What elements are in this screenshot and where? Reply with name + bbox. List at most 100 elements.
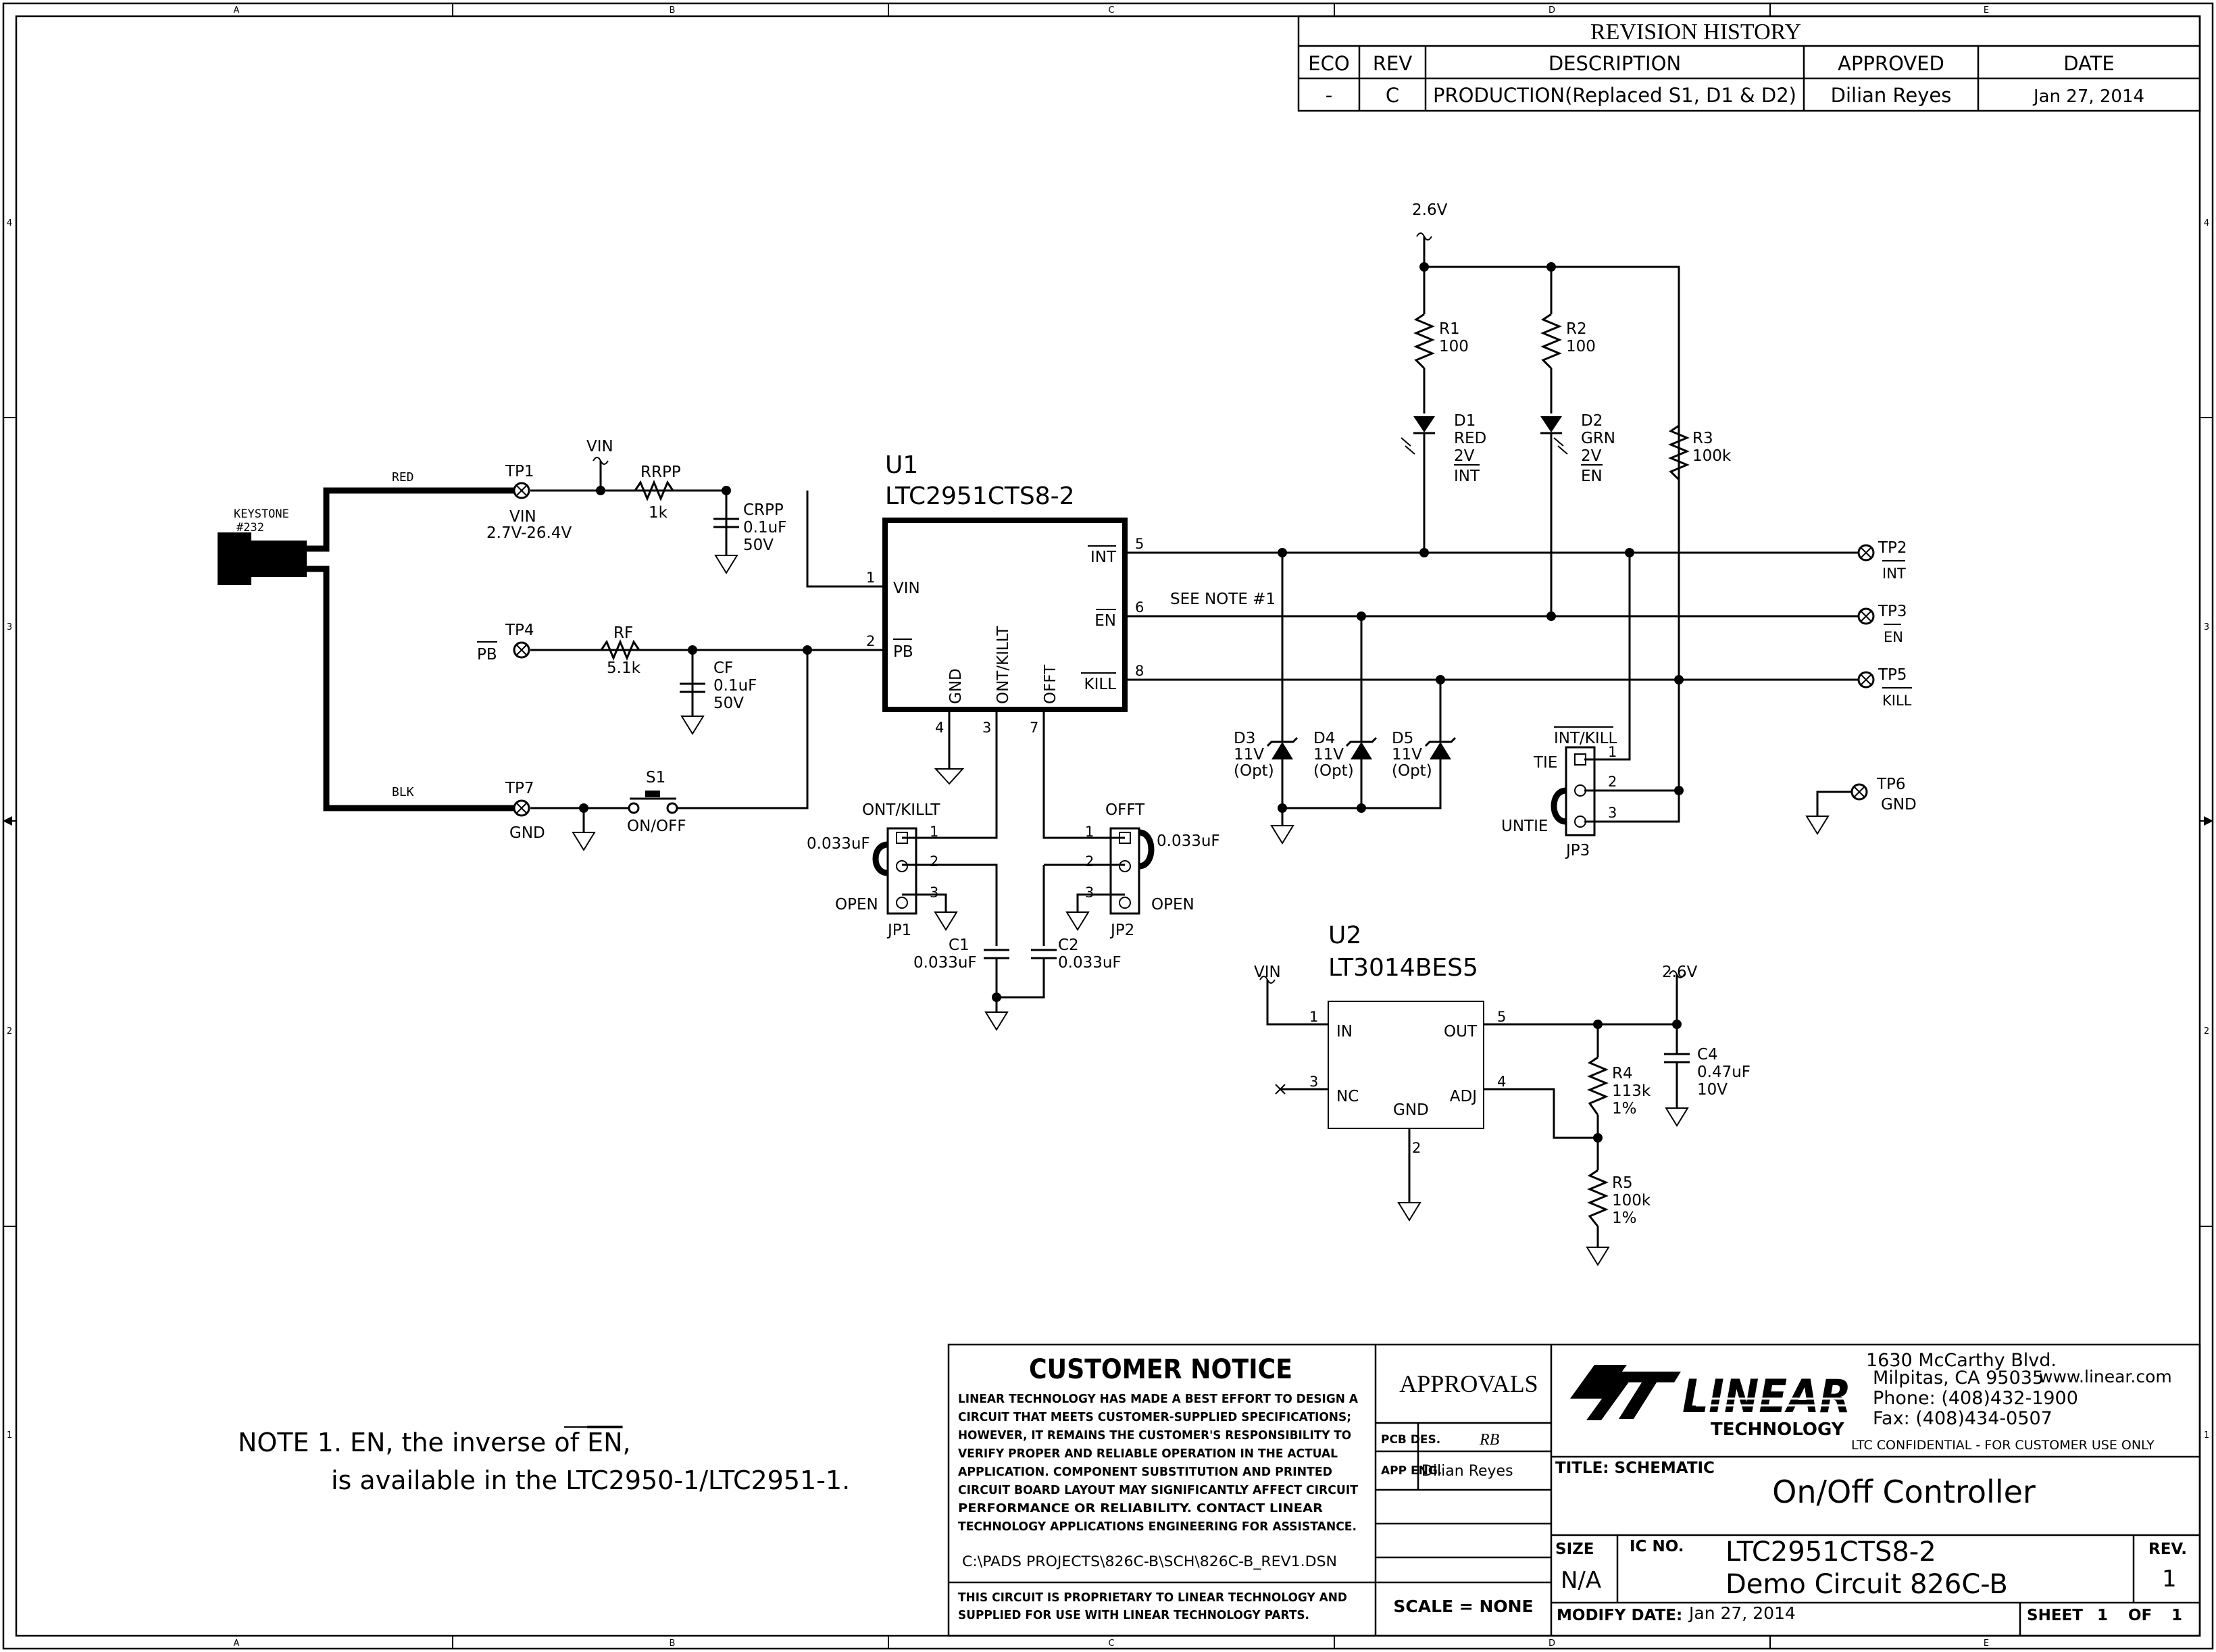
c4-value: 0.47uF: [1697, 1063, 1751, 1081]
revision-date-value: Jan 27, 2014: [2032, 86, 2144, 107]
u2-pinnum-adj: 4: [1497, 1074, 1506, 1090]
jp3-top-label: INT/KILL: [1554, 730, 1617, 747]
resistor-rrpp: RRPP 1k: [634, 464, 681, 522]
u1-pinnum-pb: 2: [866, 633, 875, 649]
u2-part: LT3014BES5: [1328, 954, 1478, 982]
scale-label: SCALE = NONE: [1393, 1597, 1533, 1616]
r5-value: 100k: [1612, 1192, 1651, 1209]
r2-ref: R2: [1566, 320, 1587, 338]
u2-ref: U2: [1328, 922, 1361, 949]
jp1-top-label: ONT/KILLT: [862, 801, 940, 819]
testpoint-tp1[interactable]: TP1 VIN 2.7V-26.4V: [486, 463, 572, 542]
notice-line-8: TECHNOLOGY APPLICATIONS ENGINEERING FOR …: [958, 1520, 1357, 1534]
tp1-range: 2.7V-26.4V: [486, 524, 572, 542]
note-line-2: is available in the LTC2950-1/LTC2951-1.: [331, 1466, 850, 1495]
capacitor-cf: CF 0.1uF 50V: [680, 659, 757, 712]
crpp-rating: 50V: [743, 536, 774, 554]
tp7-ref: TP7: [505, 780, 534, 797]
sheet-value: 1: [2097, 1607, 2108, 1624]
rail-flag-u2-label: 2.6V: [1662, 963, 1698, 981]
d4-opt: (Opt): [1313, 762, 1354, 780]
jp2-ref: JP2: [1109, 922, 1134, 939]
tp3-ref: TP3: [1878, 603, 1907, 620]
wire-label-red: RED: [392, 470, 414, 484]
zone-labels: A B C D E A B C D E 4 3 2 1 4 3 2 1: [7, 5, 2209, 1649]
d1-net: INT: [1454, 468, 1480, 485]
led-d1: D1 RED 2V INT: [1401, 412, 1486, 485]
tp4-label: PB: [477, 646, 497, 664]
zone-row-3-left: 3: [7, 622, 12, 632]
cf-ref: CF: [713, 659, 733, 677]
testpoint-tp2[interactable]: TP2 INT: [1857, 539, 1907, 582]
revision-approved-value: Dilian Reyes: [1831, 84, 1952, 107]
wire-label-blk: BLK: [392, 785, 414, 799]
testpoint-tp3[interactable]: TP3 EN: [1857, 603, 1907, 645]
resistor-r5: R5 100k 1%: [1587, 1169, 1651, 1227]
u2-pinnum-gnd: 2: [1412, 1140, 1421, 1156]
jp1-cap-label: 0.033uF: [807, 835, 870, 853]
jp1-pin1: 1: [930, 824, 938, 840]
jumper-jp2[interactable]: OFFT 0.033uF OPEN JP2 1 2 3: [1085, 801, 1220, 939]
revision-description-value: PRODUCTION(Replaced S1, D1 & D2): [1433, 84, 1796, 107]
switch-s1[interactable]: S1 ON/OFF: [627, 769, 686, 835]
jp3-untie-label: UNTIE: [1501, 818, 1548, 835]
u1-pin-gnd: GND: [947, 668, 965, 704]
zener-d4: D4 11V (Opt): [1313, 730, 1378, 780]
company-address-1: 1630 McCarthy Blvd.: [1866, 1350, 2057, 1371]
d3-value: 11V: [1234, 746, 1264, 764]
jp3-pin3: 3: [1608, 805, 1617, 821]
testpoint-tp6[interactable]: TP6 GND: [1850, 776, 1917, 814]
revision-history-table: REVISION HISTORY ECO REV DESCRIPTION APP…: [1297, 15, 2201, 112]
junction-dots: [579, 262, 1684, 1143]
resistor-r1: R1 100: [1413, 313, 1469, 370]
testpoint-tp7[interactable]: TP7 GND: [505, 780, 545, 842]
zone-col-d-bottom: D: [1548, 1638, 1555, 1649]
capacitor-c1: C1 0.033uF: [913, 936, 1009, 972]
r1-ref: R1: [1439, 320, 1460, 338]
proprietary-line-2: SUPPLIED FOR USE WITH LINEAR TECHNOLOGY …: [958, 1608, 1309, 1622]
revision-header-rev: REV: [1373, 52, 1412, 75]
company-fax: Fax: (408)434-0507: [1873, 1408, 2053, 1429]
u1-pin-pb: PB: [893, 643, 913, 661]
u2-pin-out: OUT: [1444, 1023, 1478, 1041]
see-note-label: SEE NOTE #1: [1170, 591, 1276, 608]
u1-ref: U1: [885, 451, 918, 479]
capacitor-c4: C4 0.47uF 10V: [1664, 1046, 1751, 1099]
tp3-label: EN: [1884, 629, 1903, 645]
tp7-label: GND: [509, 824, 545, 842]
u1-pin-ontkillt: ONT/KILLT: [994, 626, 1012, 704]
app-eng-label: APP ENG.: [1381, 1464, 1442, 1478]
sheet-label: SHEET: [2027, 1607, 2083, 1624]
vin-flag-u2: VIN: [1254, 963, 1281, 984]
s1-label: ON/OFF: [627, 818, 686, 835]
d1-color: RED: [1454, 430, 1486, 447]
zener-d3: D3 11V (Opt): [1234, 730, 1299, 780]
zone-col-c-top: C: [1108, 5, 1114, 16]
d5-ref: D5: [1392, 730, 1413, 747]
jp2-pin2: 2: [1085, 853, 1094, 870]
u1-pinnum-offt: 7: [1030, 720, 1038, 736]
d2-color: GRN: [1581, 430, 1615, 447]
revision-header-date: DATE: [2063, 52, 2114, 75]
d2-ref: D2: [1581, 412, 1603, 430]
u2-pin-adj: ADJ: [1450, 1088, 1477, 1105]
notice-line-1: LINEAR TECHNOLOGY HAS MADE A BEST EFFORT…: [958, 1392, 1358, 1406]
r1-value: 100: [1439, 338, 1469, 355]
jumper-jp1[interactable]: ONT/KILLT 0.033uF OPEN JP1 1 2 3: [807, 801, 940, 939]
jumper-jp3[interactable]: INT/KILL TIE UNTIE JP3 1 2 3: [1501, 726, 1617, 859]
revision-header-eco: ECO: [1308, 52, 1349, 75]
proprietary-line-1: THIS CIRCUIT IS PROPRIETARY TO LINEAR TE…: [958, 1591, 1347, 1605]
zone-row-2-right: 2: [2204, 1026, 2209, 1036]
d4-ref: D4: [1313, 730, 1335, 747]
testpoint-tp4[interactable]: TP4 PB: [477, 622, 534, 664]
testpoint-tp5[interactable]: TP5 KILL: [1857, 666, 1912, 709]
notice-line-3: HOWEVER, IT REMAINS THE CUSTOMER'S RESPO…: [958, 1428, 1351, 1443]
capacitor-crpp: CRPP 0.1uF 50V: [713, 491, 786, 555]
u1-pin-en: EN: [1094, 612, 1116, 630]
u1-pinnum-kill: 8: [1135, 663, 1144, 679]
ground-symbols: [572, 555, 1830, 1266]
jp3-pin1: 1: [1608, 744, 1617, 760]
u2-pin-gnd: GND: [1393, 1101, 1429, 1119]
ic-number: LTC2951CTS8-2: [1726, 1536, 1936, 1568]
d1-ref: D1: [1454, 412, 1476, 430]
